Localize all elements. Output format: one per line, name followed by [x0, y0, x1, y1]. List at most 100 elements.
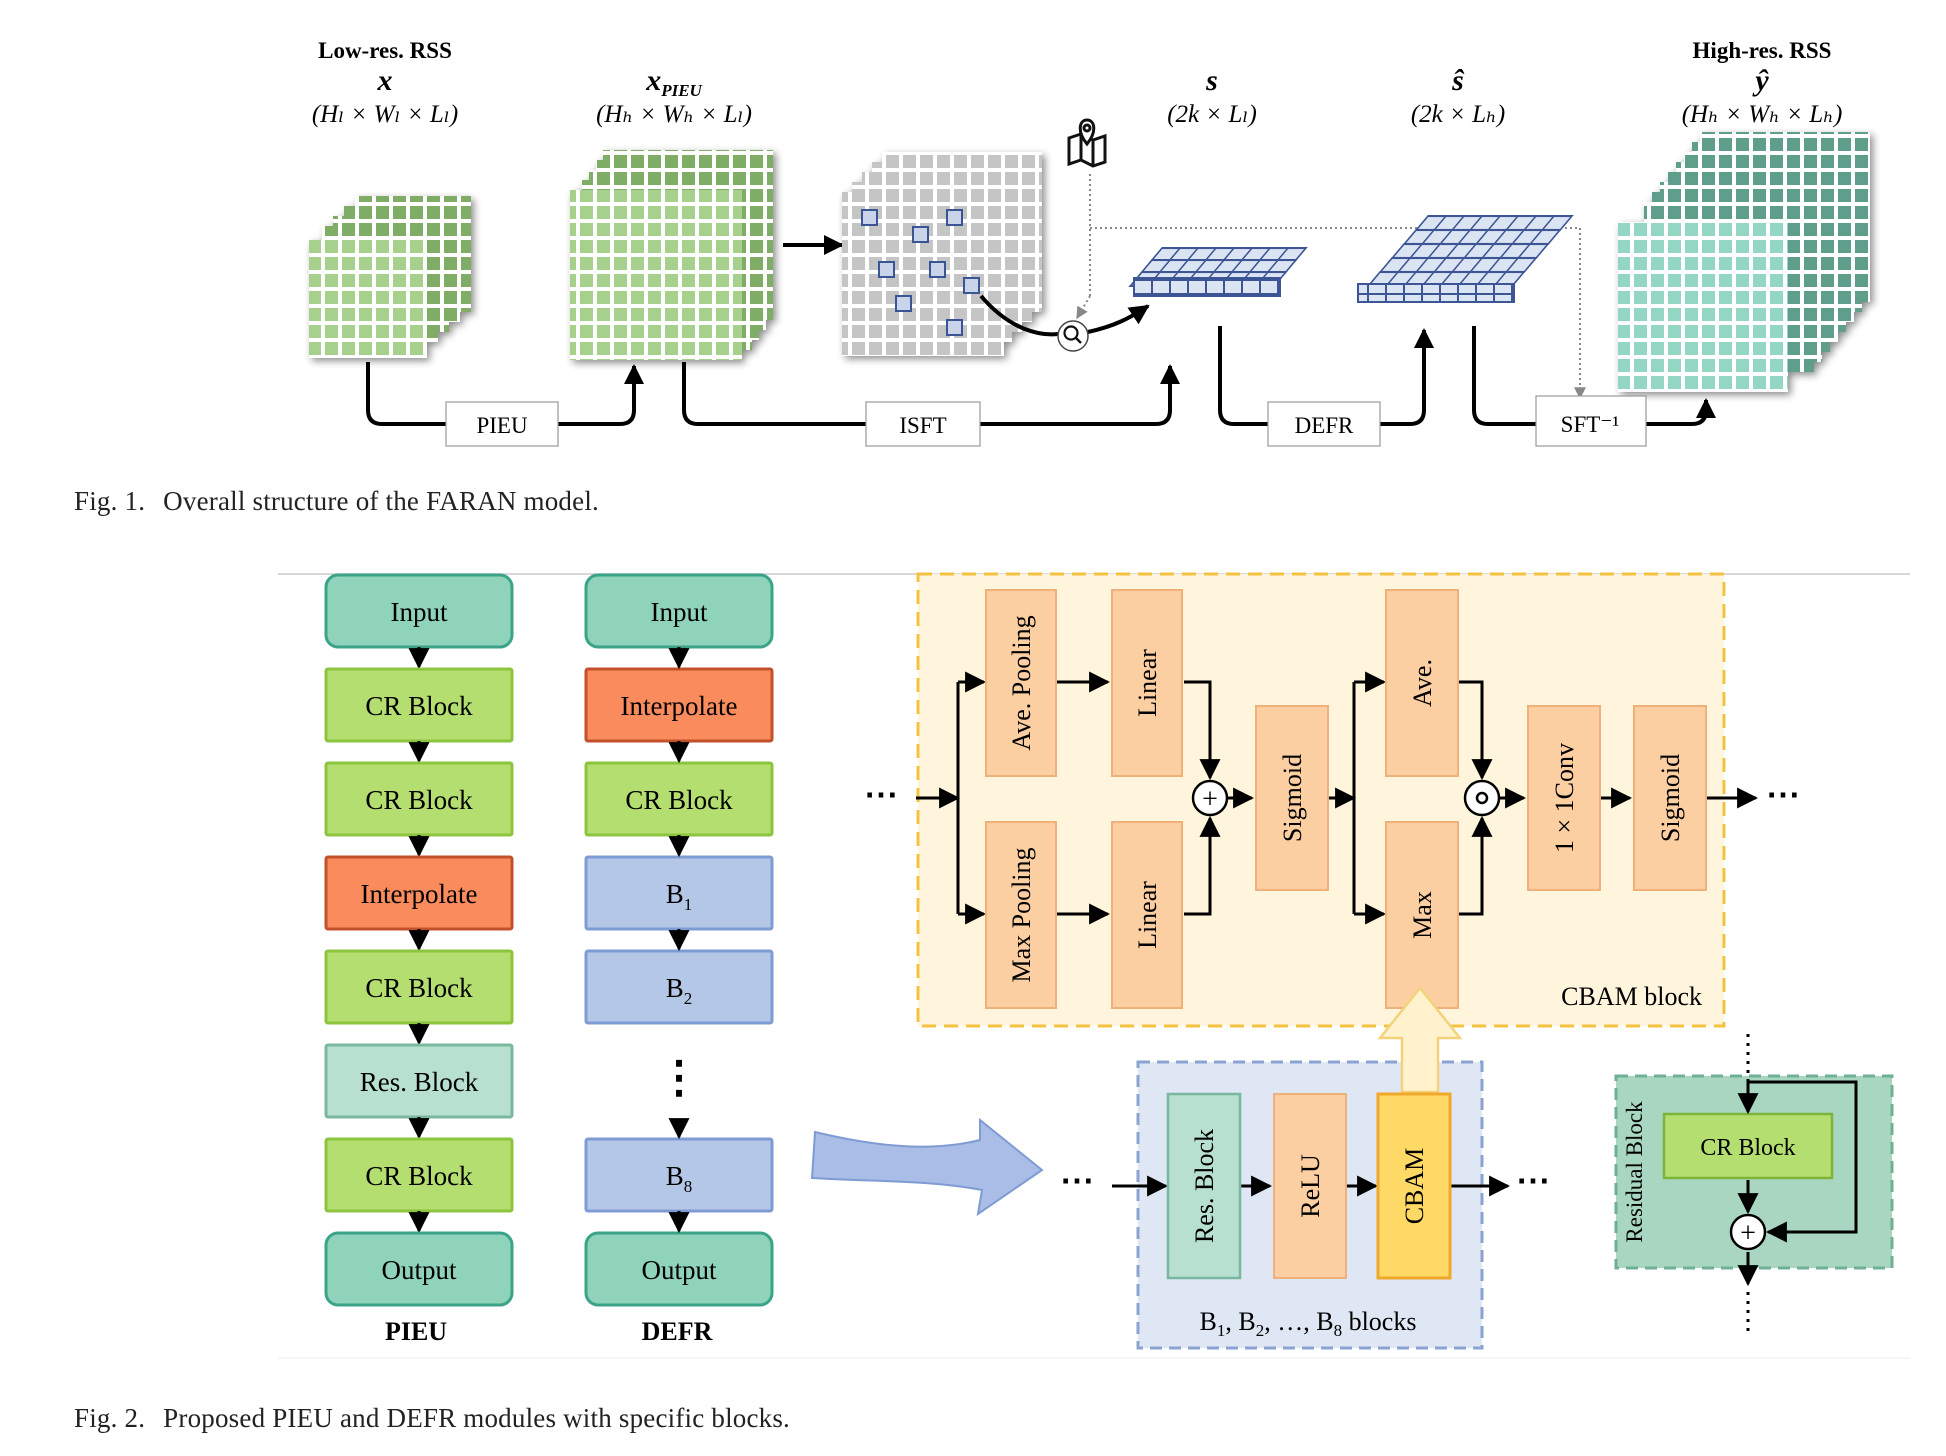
residual-add-symbol: +: [1740, 1218, 1756, 1249]
b-relu-box: [1273, 1093, 1347, 1279]
fig2-caption-num: Fig. 2.: [74, 1403, 146, 1433]
curve-sparse-to-query: [979, 294, 1059, 337]
ave-pooling-box: [985, 589, 1057, 777]
sigmoid-2-box: [1633, 705, 1707, 891]
b-relu-label: ReLU: [1296, 1154, 1325, 1218]
pieu-block-label-1: CR Block: [365, 691, 473, 721]
b-cbam-box: [1376, 1092, 1452, 1280]
dotted-map-arrow: [1076, 295, 1091, 320]
defr-block-label-6: Output: [641, 1255, 717, 1285]
high-res-title: High-res. RSS: [1693, 38, 1832, 63]
linear-bottom-label: Linear: [1133, 881, 1162, 949]
cbam-block-label: CBAM block: [1561, 982, 1702, 1011]
pieu-block-7: [324, 1231, 514, 1307]
map-pin-icon: [1067, 118, 1107, 168]
pieu-block-label-4: CR Block: [365, 973, 473, 1003]
pieu-block-label-6: CR Block: [365, 1161, 473, 1191]
sigmoid-2-label: Sigmoid: [1656, 754, 1685, 842]
low-res-dims: (Hₗ × Wₗ × Lₗ): [312, 101, 458, 128]
multiply-node: [1463, 779, 1501, 817]
sigmoid-1-label: Sigmoid: [1278, 754, 1307, 842]
add-node-symbol: +: [1202, 784, 1218, 815]
cbam-out-dots: ⋯: [1766, 777, 1800, 814]
ave-box: [1385, 589, 1459, 777]
residual-block-group: Residual Block CR Block +: [1614, 1034, 1894, 1336]
fig1-caption: Fig. 1.Overall structure of the FARAN mo…: [74, 486, 599, 517]
b-cbam-label: CBAM: [1400, 1148, 1429, 1225]
s-hat-token-stack: [1357, 215, 1574, 303]
defr-block-label-1: Interpolate: [621, 691, 738, 721]
b-res-block-box: [1166, 1092, 1242, 1280]
defr-block-label-4: B2: [666, 973, 693, 1008]
b-in-dots: ⋯: [1060, 1163, 1094, 1200]
svg-text:DEFR: DEFR: [1295, 413, 1354, 438]
s-hat-dims: (2k × Lₕ): [1411, 101, 1505, 128]
max-box: [1385, 821, 1459, 1009]
s-hat-var: ŝ: [1451, 64, 1465, 97]
pieu-block-label-3: Interpolate: [361, 879, 478, 909]
defr-title: DEFR: [642, 1317, 713, 1346]
pieu-title: PIEU: [385, 1317, 447, 1346]
low-res-title: Low-res. RSS: [318, 38, 452, 63]
pieu-block-label-7: Output: [381, 1255, 457, 1285]
high-res-var: ŷ: [1752, 64, 1769, 97]
svg-text:ISFT: ISFT: [899, 413, 946, 438]
residual-cr-box: [1662, 1112, 1834, 1180]
linear-top-label: Linear: [1133, 649, 1162, 717]
pieu-out-var: xPIEU: [645, 64, 702, 100]
s-token-stack: [1128, 247, 1308, 297]
b-blocks-group: ⋯ ⋯ Res. Block ReLU CBAM B1, B2, …, B8 b…: [1060, 985, 1550, 1350]
defr-block-label-5: B8: [666, 1161, 693, 1196]
s-dims: (2k × Lₗ): [1167, 101, 1257, 128]
b-out-dots: ⋯: [1516, 1163, 1550, 1200]
residual-cr-label: CR Block: [1700, 1135, 1795, 1161]
max-pooling-label: Max Pooling: [1007, 847, 1036, 982]
pieu-block-label-0: Input: [391, 597, 448, 627]
fig2-caption-text: Proposed PIEU and DEFR modules with spec…: [163, 1403, 791, 1433]
b-blocks-label: B1, B2, …, B8 blocks: [1200, 1307, 1417, 1340]
max-label: Max: [1408, 891, 1437, 939]
high-res-dims: (Hₕ × Wₕ × Lₕ): [1682, 101, 1843, 128]
ave-label: Ave.: [1408, 659, 1437, 707]
linear-top-box: [1111, 589, 1183, 777]
fig2-caption: Fig. 2. Proposed PIEU and DEFR modules wi…: [74, 1403, 790, 1434]
pieu-out-dims: (Hₕ × Wₕ × Lₗ): [596, 101, 752, 128]
b-res-block-label: Res. Block: [1190, 1129, 1219, 1243]
big-blue-arrow: [810, 1117, 1044, 1217]
cbam-block: CBAM block ⋯: [864, 572, 1800, 1028]
curve-query-to-tokens: [1087, 304, 1150, 334]
conv-box: [1527, 705, 1601, 891]
sparse-sample-cube: [842, 152, 1042, 356]
dotted-bypass-line: [1090, 227, 1586, 400]
pieu-block-label-2: CR Block: [365, 785, 473, 815]
conv-label: 1 × 1Conv: [1550, 743, 1579, 853]
cbam-in-dots: ⋯: [864, 777, 898, 814]
sigmoid-1-box: [1255, 705, 1329, 891]
op-label-defr: DEFR: [1267, 401, 1381, 447]
max-pooling-box: [985, 821, 1057, 1009]
cbam-expand-arrow: [1377, 985, 1463, 1094]
defr-block-label-3: B1: [666, 879, 693, 914]
svg-text:SFT⁻¹: SFT⁻¹: [1561, 412, 1620, 437]
residual-block-label: Residual Block: [1622, 1101, 1647, 1243]
multiply-node-dot: [1475, 791, 1489, 805]
op-label-sft-inv: SFT⁻¹: [1535, 395, 1647, 447]
low-res-cube: [309, 196, 471, 358]
defr-block-label-0: Input: [651, 597, 708, 627]
ave-pooling-label: Ave. Pooling: [1007, 615, 1036, 750]
s-var: s: [1205, 64, 1218, 97]
fig1-diagram: Low-res. RSS x (Hₗ × Wₗ × Lₗ) xPIEU (Hₕ …: [309, 38, 1870, 447]
svg-text:PIEU: PIEU: [476, 413, 528, 438]
defr-block-label-2: CR Block: [625, 785, 733, 815]
fig1-caption-text: Overall structure of the FARAN model.: [163, 486, 599, 516]
linear-bottom-box: [1111, 821, 1183, 1009]
pieu-block-label-5: Res. Block: [360, 1067, 479, 1097]
defr-ellipsis: ⋮: [657, 1053, 701, 1102]
low-res-var: x: [377, 64, 393, 97]
high-res-cube: [1618, 132, 1870, 392]
magnifier-icon: [1057, 320, 1089, 352]
